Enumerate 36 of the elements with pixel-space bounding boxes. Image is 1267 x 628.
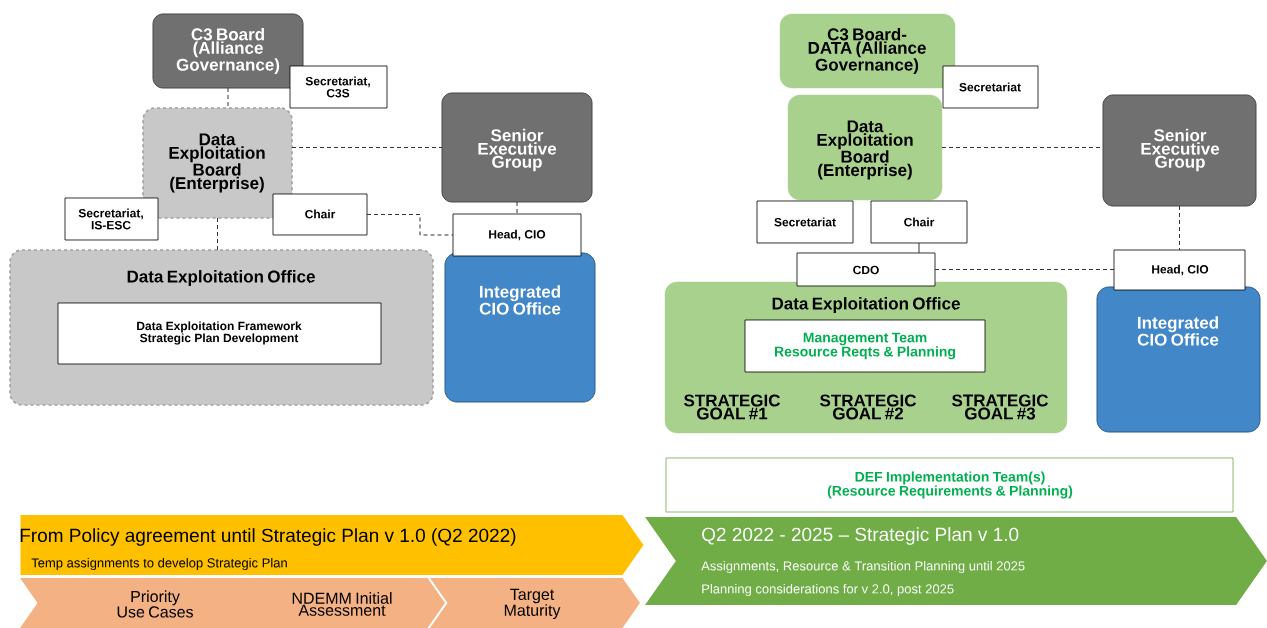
dashed-connector <box>291 147 443 148</box>
office-box: Integrated CIO Office <box>1096 286 1261 433</box>
role-box: Head, CIO <box>1113 249 1246 291</box>
dashed-connector <box>1179 205 1180 251</box>
group-box: Senior Executive Group <box>441 92 593 203</box>
phase-band: From Policy agreement until Strategic Plan v 1.0 (Q2 2022) Temp assignments to develop Strategic Plan <box>20 515 644 575</box>
dashed-connector <box>217 217 218 251</box>
dashed-connector <box>516 201 518 215</box>
board-box: Data Exploitation Board (Enterprise) <box>787 94 943 201</box>
step-band: Target Maturity <box>430 578 640 628</box>
node-label: Priority Use Cases <box>117 590 193 618</box>
dashed-connector <box>227 87 229 109</box>
step-band: Priority Use Cases <box>20 578 255 628</box>
group-box: Senior Executive Group <box>1102 94 1257 207</box>
role-box: Chair <box>870 200 968 244</box>
role-box: Head, CIO <box>452 213 582 257</box>
board-box: C3 Board (Alliance Governance) <box>152 13 304 89</box>
team-box: Management Team Resource Reqts & Planning <box>744 319 986 373</box>
connector-line <box>918 242 920 254</box>
task-box: Data Exploitation Framework Strategic Plan Development <box>57 302 382 365</box>
role-box: Secretariat, IS-ESC <box>64 197 159 241</box>
step-band: NDEMM Initial Assessment <box>235 578 445 628</box>
dashed-connector <box>934 269 1115 270</box>
phase-band: Q2 2022 - 2025 – Strategic Plan v 1.0 Assignments, Resource & Transition Planning until 2025 Planning considerations for v 2.0, post 2025 <box>645 517 1267 605</box>
role-box: Secretariat <box>756 200 854 244</box>
office-box: Integrated CIO Office <box>444 252 596 403</box>
board-box: C3 Board-DATA (Alliance Governance) <box>779 13 956 89</box>
role-box: Secretariat <box>942 65 1039 109</box>
role-box: Secretariat, C3S <box>289 65 388 109</box>
dashed-connector <box>366 214 454 236</box>
board-box: Data Exploitation Board (Enterprise) <box>142 107 293 219</box>
role-box: CDO <box>796 252 936 287</box>
team-box: DEF Implementation Team(s) (Resource Requirements & Planning) <box>665 457 1234 513</box>
node-label: Target Maturity <box>504 588 561 620</box>
node-label: NDEMM Initial Assessment <box>292 592 392 616</box>
role-box: Chair <box>272 193 368 236</box>
